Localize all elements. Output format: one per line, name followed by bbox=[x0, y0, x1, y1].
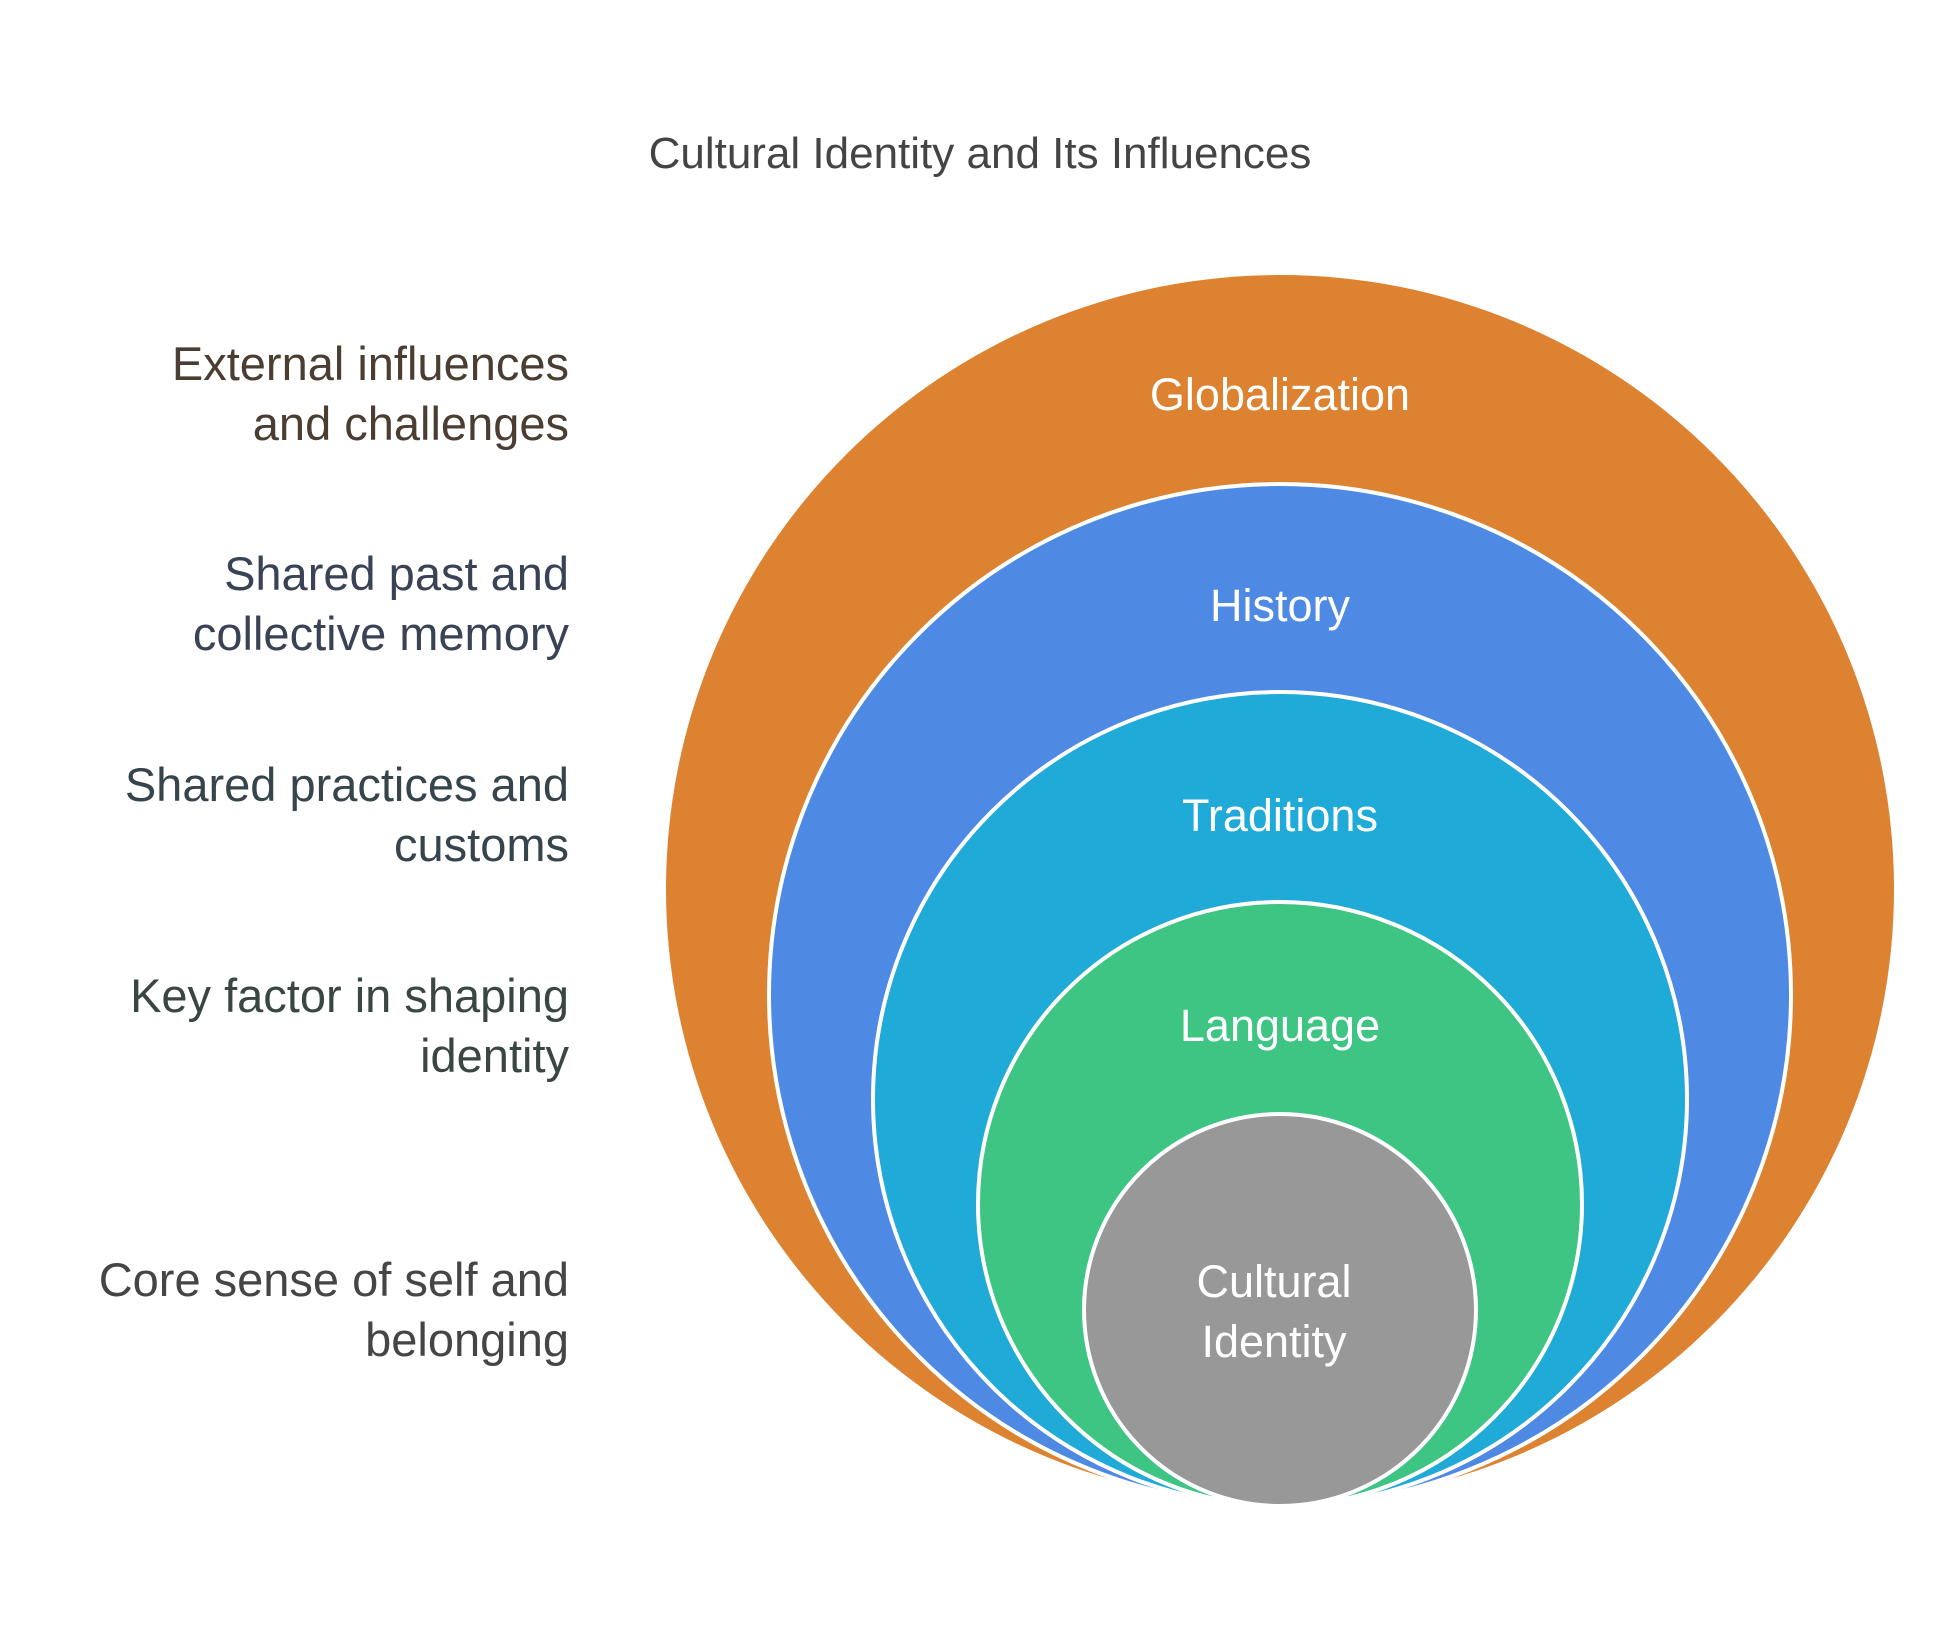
description-language-line1: Key factor in shaping bbox=[130, 969, 569, 1022]
descriptions: External influences and challenges Share… bbox=[99, 337, 570, 1366]
description-history-line1: Shared past and bbox=[224, 547, 569, 600]
label-cultural-identity-line2: Identity bbox=[1201, 1316, 1347, 1367]
diagram-title: Cultural Identity and Its Influences bbox=[649, 129, 1312, 178]
description-cultural-identity-line2: belonging bbox=[365, 1313, 569, 1366]
description-traditions-line1: Shared practices and bbox=[125, 758, 569, 811]
label-history: History bbox=[1210, 580, 1351, 631]
label-cultural-identity-line1: Cultural bbox=[1196, 1256, 1351, 1307]
label-globalization: Globalization bbox=[1150, 369, 1410, 420]
description-globalization-line2: and challenges bbox=[253, 397, 569, 450]
description-traditions-line2: customs bbox=[394, 818, 569, 871]
label-language: Language bbox=[1180, 1000, 1380, 1051]
description-cultural-identity-line1: Core sense of self and bbox=[99, 1253, 569, 1306]
description-globalization-line1: External influences bbox=[172, 337, 569, 390]
description-language-line2: identity bbox=[420, 1029, 569, 1082]
label-traditions: Traditions bbox=[1182, 790, 1378, 841]
core-cultural-identity bbox=[1082, 1112, 1478, 1508]
nested-circles bbox=[666, 275, 1894, 1508]
description-history-line2: collective memory bbox=[193, 607, 570, 660]
